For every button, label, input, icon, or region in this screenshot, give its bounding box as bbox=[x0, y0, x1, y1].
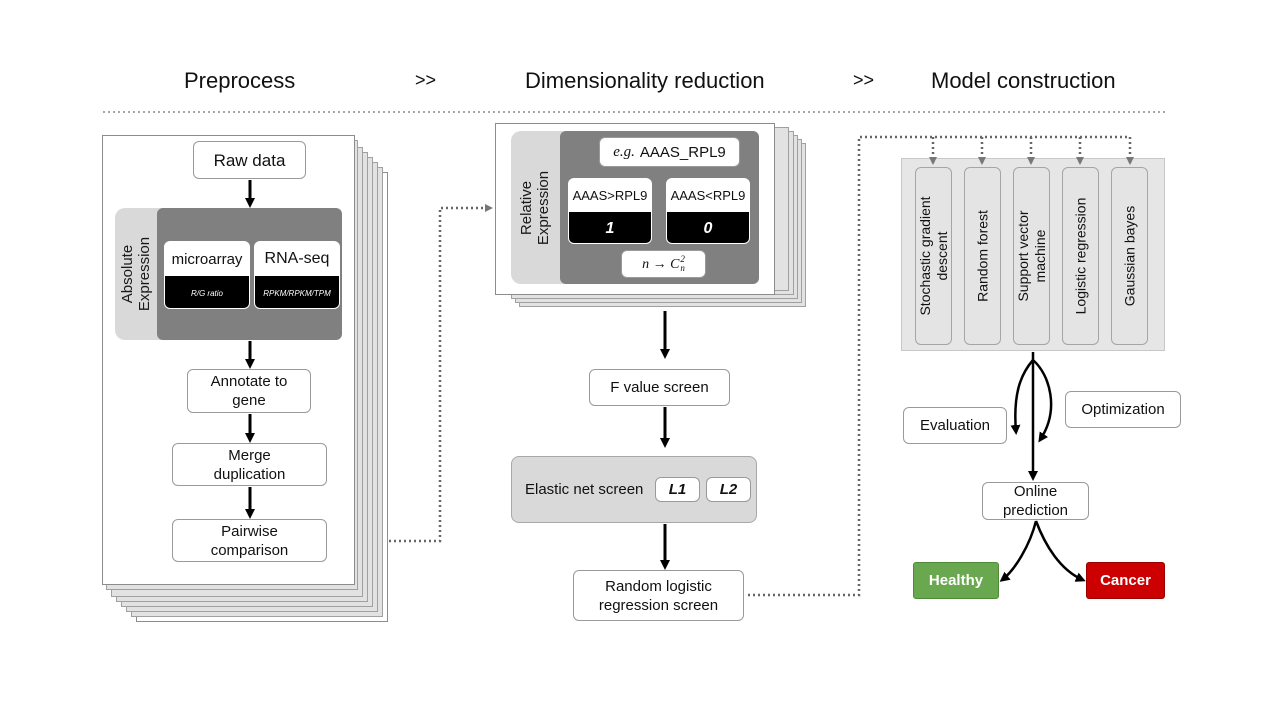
less-than-card: AAAS<RPL9 0 bbox=[666, 178, 750, 244]
less-than-label: AAAS<RPL9 bbox=[667, 179, 749, 212]
header-model-construction: Model construction bbox=[931, 68, 1116, 93]
l1-box: L1 bbox=[655, 477, 700, 502]
relative-expression-label: Relative Expression bbox=[518, 170, 552, 246]
l2-box: L2 bbox=[706, 477, 751, 502]
annotate-box: Annotate to gene bbox=[187, 369, 311, 413]
elastic-net-label: Elastic net screen bbox=[525, 481, 644, 498]
microarray-card: microarray R/G ratio bbox=[164, 241, 250, 309]
model-gaussian-bayes: Gaussian bayes bbox=[1111, 167, 1148, 345]
random-logistic-box: Random logistic regression screen bbox=[573, 570, 744, 621]
model-support-vector-machine: Support vector machine bbox=[1013, 167, 1050, 345]
merge-box: Merge duplication bbox=[172, 443, 327, 486]
preprocess-panel bbox=[102, 135, 355, 585]
rnaseq-label: RNA-seq bbox=[255, 242, 339, 276]
model-logistic-regression: Logistic regression bbox=[1062, 167, 1099, 345]
healthy-box: Healthy bbox=[913, 562, 999, 599]
header-separator-2: >> bbox=[853, 70, 875, 90]
rnaseq-unit: RPKM/RPKM/TPM bbox=[255, 276, 339, 308]
header-separator-1: >> bbox=[415, 70, 437, 90]
cancer-box: Cancer bbox=[1086, 562, 1165, 599]
model-stochastic-gradient-descent: Stochastic gradient descent bbox=[915, 167, 952, 345]
f-value-screen-box: F value screen bbox=[589, 369, 730, 406]
rnaseq-card: RNA-seq RPKM/RPKM/TPM bbox=[254, 241, 340, 309]
evaluation-box: Evaluation bbox=[903, 407, 1007, 444]
microarray-unit: R/G ratio bbox=[165, 276, 249, 308]
less-than-value: 0 bbox=[667, 212, 749, 243]
greater-than-value: 1 bbox=[569, 212, 651, 243]
raw-data-box: Raw data bbox=[193, 141, 306, 179]
example-pair-box: e.g.AAAS_RPL9 bbox=[599, 137, 740, 167]
header-preprocess: Preprocess bbox=[184, 68, 296, 93]
model-random-forest: Random forest bbox=[964, 167, 1001, 345]
pairwise-box: Pairwise comparison bbox=[172, 519, 327, 562]
optimization-box: Optimization bbox=[1065, 391, 1181, 428]
absolute-expression-label: Absolute Expression bbox=[119, 236, 153, 312]
header-dimensionality-reduction: Dimensionality reduction bbox=[525, 68, 765, 93]
online-prediction-box: Online prediction bbox=[982, 482, 1089, 520]
greater-than-card: AAAS>RPL9 1 bbox=[568, 178, 652, 244]
greater-than-label: AAAS>RPL9 bbox=[569, 179, 651, 212]
microarray-label: microarray bbox=[165, 242, 249, 276]
